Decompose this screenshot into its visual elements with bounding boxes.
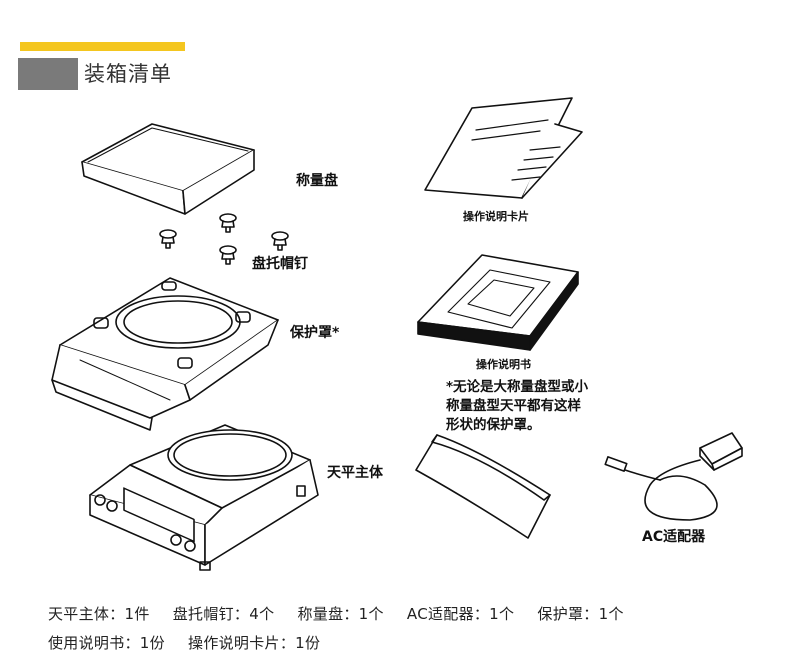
operation-card-image xyxy=(424,97,583,199)
section-title: 装箱清单 xyxy=(84,62,172,86)
manual-book-image xyxy=(417,254,579,351)
protective-cover-image xyxy=(51,277,279,431)
cover-tray-image xyxy=(415,434,551,539)
summary-item: 称量盘：1个 xyxy=(297,605,384,623)
manual-label: 操作说明书 xyxy=(476,358,531,371)
summary-item: 盘托帽钉：4个 xyxy=(172,605,275,623)
caps-label: 盘托帽钉 xyxy=(252,256,308,272)
balance-body-image xyxy=(89,424,319,571)
pan-label: 称量盘 xyxy=(296,173,338,189)
weighing-pan-image xyxy=(81,123,255,215)
cover-label: 保护罩* xyxy=(290,325,340,341)
summary-item: AC适配器：1个 xyxy=(406,605,515,623)
packing-illustration xyxy=(51,97,743,571)
note-line: *无论是大称量盘型或小 xyxy=(446,379,589,395)
summary-item: 使用说明书：1份 xyxy=(48,634,165,652)
summary-item: 操作说明卡片：1份 xyxy=(188,634,321,652)
main-unit-label: 天平主体 xyxy=(327,465,383,481)
cover-note: *无论是大称量盘型或小 称量盘型天平都有这样 形状的保护罩。 xyxy=(446,378,646,435)
note-line: 形状的保护罩。 xyxy=(446,417,541,433)
packing-summary: 天平主体：1件 盘托帽钉：4个 称量盘：1个 AC适配器：1个 保护罩：1个 使… xyxy=(48,600,642,658)
adapter-label: AC适配器 xyxy=(642,529,706,545)
operation-card-label: 操作说明卡片 xyxy=(463,210,529,223)
summary-item: 保护罩：1个 xyxy=(537,605,624,623)
accent-bar xyxy=(20,42,185,51)
summary-row: 使用说明书：1份 操作说明卡片：1份 xyxy=(48,629,642,658)
ac-adapter-image xyxy=(604,432,743,521)
cap-pins-image xyxy=(159,213,289,265)
note-line: 称量盘型天平都有这样 xyxy=(446,398,581,414)
summary-item: 天平主体：1件 xyxy=(48,605,150,623)
section-marker xyxy=(18,58,78,90)
summary-row: 天平主体：1件 盘托帽钉：4个 称量盘：1个 AC适配器：1个 保护罩：1个 xyxy=(48,600,642,629)
